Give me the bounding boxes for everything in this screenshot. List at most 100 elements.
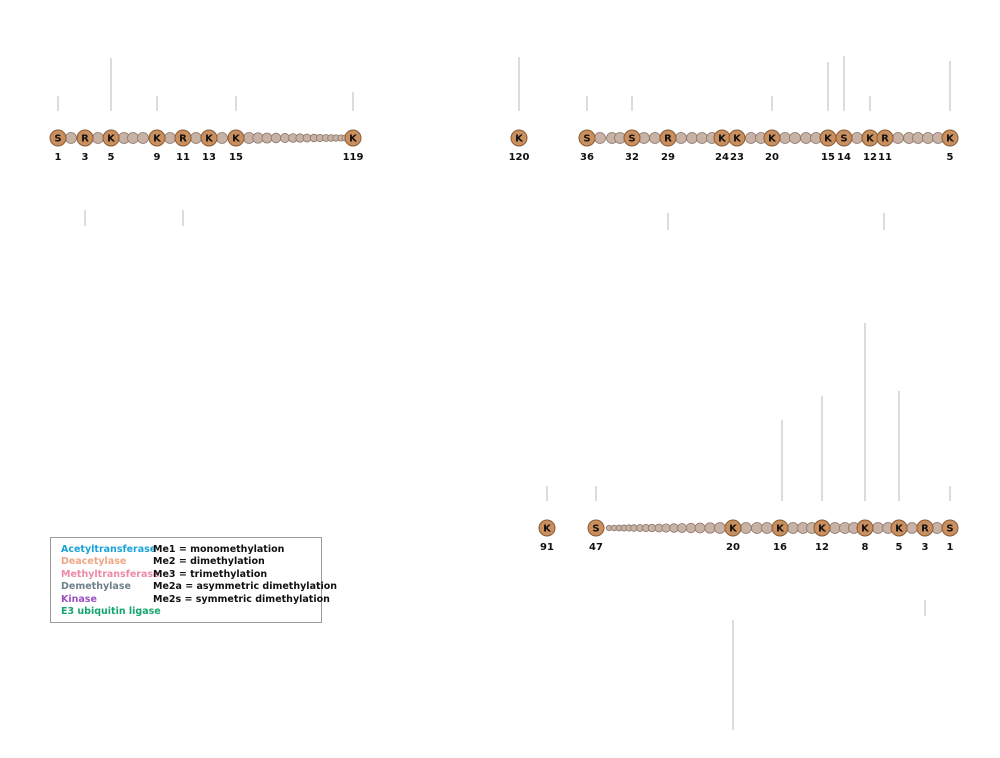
unmodified-residue-bead <box>594 132 606 144</box>
residue-number: 119 <box>343 152 364 163</box>
unmodified-residue-bead <box>851 132 863 144</box>
unmodified-residue-bead <box>696 132 708 144</box>
unmodified-residue-bead <box>714 522 726 534</box>
residue-letter: R <box>664 134 672 145</box>
unmodified-residue-bead <box>677 523 687 533</box>
legend-enzyme-e3-ubiquitin-ligase: E3 ubiquitin ligase <box>61 605 161 617</box>
residue-bead-k9 <box>148 129 166 147</box>
unmodified-residue-bead <box>216 132 228 144</box>
tail-beads: S1R3K5K9R11K13K15K119K120S36S32R29K24K23… <box>49 129 959 553</box>
unmodified-residue-bead <box>912 132 924 144</box>
legend-enzymes: Acetyltransferase Deacetylase Methyltran… <box>61 544 161 618</box>
unmodified-residue-bead <box>686 132 698 144</box>
residue-letter: R <box>179 134 187 145</box>
residue-number: 5 <box>947 152 954 163</box>
unmodified-residue-bead <box>789 132 801 144</box>
unmodified-residue-bead <box>694 522 706 534</box>
residue-bead-r11 <box>876 129 894 147</box>
unmodified-residue-bead <box>261 132 273 144</box>
unmodified-residue-bead <box>751 522 763 534</box>
residue-letter: K <box>153 134 162 145</box>
residue-number: 29 <box>661 152 675 163</box>
residue-letter: K <box>729 524 738 535</box>
modification-stalks <box>57 56 951 730</box>
residue-bead-s32 <box>623 129 641 147</box>
unmodified-residue-bead <box>675 132 687 144</box>
legend-abbrev-me3: Me3 = trimethylation <box>153 568 268 580</box>
residue-bead-k8 <box>856 519 874 537</box>
residue-letter: K <box>776 524 785 535</box>
residue-letter: S <box>583 134 590 145</box>
residue-letter: K <box>515 134 524 145</box>
legend-abbrev-me2a: Me2a = asymmetric dimethylation <box>153 581 338 593</box>
residue-number: 13 <box>202 152 216 163</box>
unmodified-residue-bead <box>685 522 697 534</box>
unmodified-residue-bead <box>649 132 661 144</box>
residue-number: 15 <box>229 152 243 163</box>
residue-bead-s36 <box>578 129 596 147</box>
residue-number: 3 <box>922 542 929 553</box>
legend-enzyme-methyltransferase: Methyltransferase <box>61 568 160 580</box>
unmodified-residue-bead <box>704 522 716 534</box>
residue-bead-k15 <box>227 129 245 147</box>
residue-number: 47 <box>589 542 603 553</box>
residue-bead-k5 <box>102 129 120 147</box>
unmodified-residue-bead <box>740 522 752 534</box>
residue-bead-k119 <box>344 129 362 147</box>
unmodified-residue-bead <box>761 522 773 534</box>
residue-bead-k12 <box>813 519 831 537</box>
unmodified-residue-bead <box>872 522 884 534</box>
unmodified-residue-bead <box>270 132 282 144</box>
residue-bead-k5 <box>941 129 959 147</box>
unmodified-residue-bead <box>745 132 757 144</box>
residue-letter: S <box>54 134 61 145</box>
residue-letter: K <box>543 524 552 535</box>
residue-bead-r3 <box>76 129 94 147</box>
unmodified-residue-bead <box>190 132 202 144</box>
legend-enzyme-acetyltransferase: Acetyltransferase <box>61 544 157 555</box>
residue-bead-k16 <box>771 519 789 537</box>
unmodified-residue-bead <box>137 132 149 144</box>
unmodified-residue-bead <box>164 132 176 144</box>
residue-letter: S <box>592 524 599 535</box>
residue-number: 16 <box>773 542 787 553</box>
residue-number: 1 <box>947 542 954 553</box>
residue-bead-k23 <box>728 129 746 147</box>
legend-enzyme-kinase: Kinase <box>61 593 97 605</box>
unmodified-residue-bead <box>906 522 918 534</box>
residue-bead-k20 <box>724 519 742 537</box>
unmodified-residue-bead <box>779 132 791 144</box>
residue-number: 32 <box>625 152 639 163</box>
unmodified-residue-bead <box>800 132 812 144</box>
residue-bead-k13 <box>200 129 218 147</box>
unmodified-residue-bead <box>647 523 657 533</box>
residue-letter: K <box>824 134 833 145</box>
residue-letter: K <box>861 524 870 535</box>
unmodified-residue-bead <box>280 133 290 143</box>
residue-bead-k20 <box>763 129 781 147</box>
residue-number: 1 <box>55 152 62 163</box>
residue-bead-k5 <box>890 519 908 537</box>
residue-number: 120 <box>509 152 530 163</box>
residue-number: 15 <box>821 152 835 163</box>
residue-number: 11 <box>176 152 190 163</box>
residue-letter: K <box>349 134 358 145</box>
residue-number: 23 <box>730 152 744 163</box>
unmodified-residue-bead <box>922 132 934 144</box>
residue-letter: K <box>733 134 742 145</box>
unmodified-residue-bead <box>829 522 841 534</box>
residue-letter: K <box>107 134 116 145</box>
residue-number: 12 <box>815 542 829 553</box>
residue-bead-s1 <box>49 129 67 147</box>
residue-number: 12 <box>863 152 877 163</box>
residue-letter: S <box>840 134 847 145</box>
unmodified-residue-bead <box>661 523 671 533</box>
unmodified-residue-bead <box>127 132 139 144</box>
residue-number: 3 <box>82 152 89 163</box>
unmodified-residue-bead <box>892 132 904 144</box>
residue-number: 5 <box>896 542 903 553</box>
